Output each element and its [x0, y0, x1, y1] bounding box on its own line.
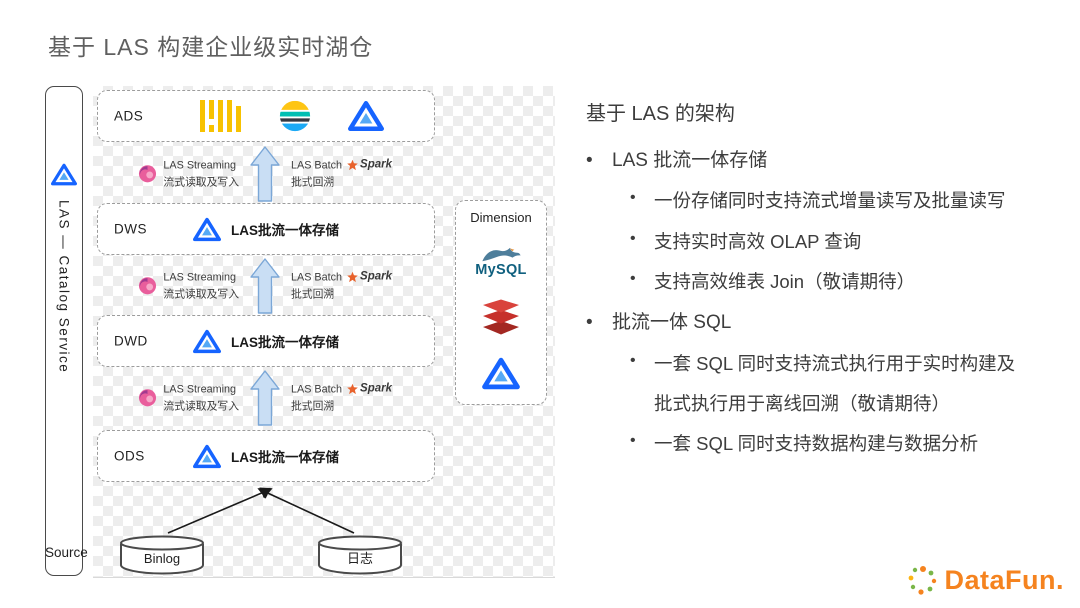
clickhouse-icon: [200, 100, 242, 132]
batch-title: LAS Batch: [291, 271, 343, 284]
layer-ods: ODS LAS批流一体存储: [97, 430, 435, 482]
page-title: 基于 LAS 构建企业级实时湖仓: [48, 34, 374, 60]
batch-title: LAS Batch: [291, 159, 343, 172]
layer-label-ods: ODS: [114, 448, 145, 464]
spark-label: Spark: [360, 158, 392, 171]
dimension-box: Dimension MySQL: [455, 200, 547, 405]
up-arrow-icon: [250, 258, 280, 314]
mysql-logo: MySQL: [475, 247, 526, 278]
spark-icon: Spark: [347, 381, 392, 399]
bullet-item: 一套 SQL 同时支持数据构建与数据分析: [630, 424, 1062, 464]
catalog-service-bar: LAS — Catalog Service: [45, 86, 83, 576]
streaming-label-group: LAS Streaming 流式读取及写入: [138, 157, 239, 190]
batch-label-group: LAS Batch Spark 批式回溯: [291, 381, 392, 416]
spark-label: Spark: [360, 270, 392, 283]
bullet-text: 一套 SQL 同时支持流式执行用于实时构建及批式执行用于离线回溯（敬请期待）: [654, 352, 1016, 415]
bullet-text: 支持实时高效 OLAP 查询: [654, 230, 862, 252]
datafun-wordmark: DataFun.: [944, 564, 1064, 595]
bullet-text: 一套 SQL 同时支持数据构建与数据分析: [654, 433, 979, 455]
spark-icon: Spark: [347, 269, 392, 287]
streaming-label-group: LAS Streaming 流式读取及写入: [138, 381, 239, 414]
storage-group: LAS批流一体存储: [98, 316, 434, 366]
bullet-text: 批流一体 SQL: [612, 312, 732, 334]
las-icon: [193, 444, 221, 469]
storage-group: LAS批流一体存储: [98, 431, 434, 481]
log-label: 日志: [346, 551, 373, 566]
layer-dwd: DWD LAS批流一体存储: [97, 315, 435, 367]
datafun-logo: DataFun.: [908, 564, 1064, 596]
flow-row: LAS Streaming 流式读取及写入 LAS Batch Spark 批式…: [110, 258, 420, 314]
las-icon: [482, 357, 520, 390]
layer-ads: ADS: [97, 90, 435, 142]
streaming-subtitle: 流式读取及写入: [163, 288, 239, 300]
binlog-cylinder: Binlog: [118, 534, 206, 576]
layer-dws: DWS LAS批流一体存储: [97, 203, 435, 255]
up-arrow-icon: [250, 370, 280, 426]
bullet-item: 支持高效维表 Join（敬请期待）: [630, 262, 1062, 302]
binlog-label: Binlog: [143, 551, 181, 566]
streaming-icon: [138, 389, 157, 408]
streaming-title: LAS Streaming: [163, 271, 237, 284]
source-label: Source: [45, 545, 88, 560]
storage-group: LAS批流一体存储: [98, 204, 434, 254]
bullet-text: 一份存储同时支持流式增量读写及批量读写: [654, 190, 1006, 212]
spark-icon: Spark: [347, 157, 392, 175]
elasticsearch-icon: [278, 99, 312, 133]
bullet-text: 支持高效维表 Join（敬请期待）: [654, 271, 916, 293]
layer-label-dws: DWS: [114, 221, 147, 237]
batch-title: LAS Batch: [291, 383, 343, 396]
log-cylinder: 日志: [316, 534, 404, 576]
bullet-item: 一套 SQL 同时支持流式执行用于实时构建及批式执行用于离线回溯（敬请期待）: [630, 344, 1062, 425]
streaming-icon: [138, 165, 157, 184]
mysql-label: MySQL: [475, 261, 527, 278]
flow-row: LAS Streaming 流式读取及写入 LAS Batch Spark 批式…: [110, 146, 420, 202]
up-arrow-icon: [250, 146, 280, 202]
bullet-item: 批流一体 SQL: [586, 302, 1062, 343]
bullet-item: 支持实时高效 OLAP 查询: [630, 222, 1062, 262]
storage-label: LAS批流一体存储: [231, 335, 339, 350]
batch-label-group: LAS Batch Spark 批式回溯: [291, 269, 392, 304]
notes-panel: 基于 LAS 的架构 LAS 批流一体存储 一份存储同时支持流式增量读写及批量读…: [586, 98, 1062, 465]
bullet-item: 一份存储同时支持流式增量读写及批量读写: [630, 181, 1062, 221]
las-icon: [193, 329, 221, 354]
streaming-title: LAS Streaming: [163, 383, 237, 396]
streaming-subtitle: 流式读取及写入: [163, 400, 239, 412]
datafun-dots-icon: [908, 564, 938, 596]
bullet-item: LAS 批流一体存储: [586, 140, 1062, 181]
batch-subtitle: 批式回溯: [291, 400, 335, 413]
ads-icons: [164, 91, 420, 141]
batch-subtitle: 批式回溯: [291, 176, 335, 189]
batch-label-group: LAS Batch Spark 批式回溯: [291, 157, 392, 192]
storage-label: LAS批流一体存储: [231, 223, 339, 238]
storage-label: LAS批流一体存储: [231, 450, 339, 465]
bullet-text: LAS 批流一体存储: [612, 150, 768, 171]
layer-label-ads: ADS: [114, 108, 144, 124]
redis-icon: [481, 299, 521, 335]
dimension-label: Dimension: [470, 210, 532, 225]
las-icon: [348, 100, 384, 132]
batch-subtitle: 批式回溯: [291, 288, 335, 301]
catalog-service-label: LAS — Catalog Service: [56, 200, 72, 374]
streaming-subtitle: 流式读取及写入: [163, 176, 239, 188]
las-icon: [193, 217, 221, 242]
spark-label: Spark: [360, 382, 392, 395]
streaming-title: LAS Streaming: [163, 159, 237, 172]
streaming-icon: [138, 277, 157, 296]
flow-row: LAS Streaming 流式读取及写入 LAS Batch Spark 批式…: [110, 370, 420, 426]
layer-label-dwd: DWD: [114, 333, 148, 349]
notes-heading: 基于 LAS 的架构: [586, 103, 735, 125]
streaming-label-group: LAS Streaming 流式读取及写入: [138, 269, 239, 302]
las-icon: [51, 163, 77, 186]
